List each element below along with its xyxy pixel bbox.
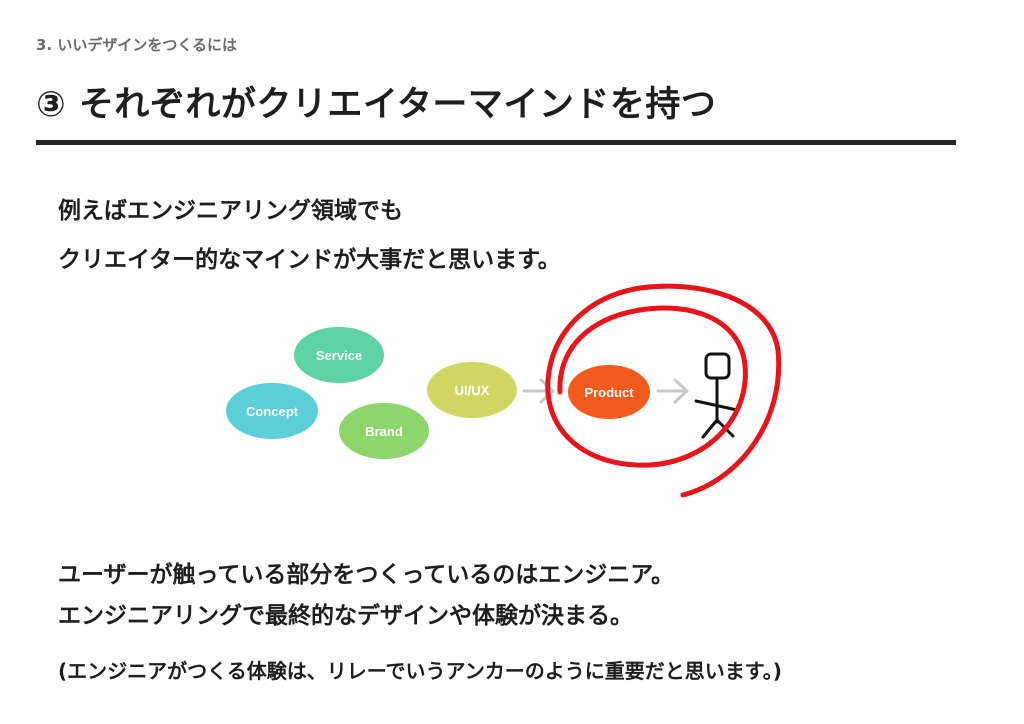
- product-bubble: Product: [568, 365, 650, 419]
- highlight-circle: [545, 283, 782, 498]
- service-bubble: Service: [294, 327, 384, 383]
- product-label: Product: [584, 385, 634, 400]
- brand-label: Brand: [365, 424, 403, 439]
- concept-bubble: Concept: [226, 383, 318, 439]
- intro-line-1: 例えばエンジニアリング領域でも: [58, 198, 403, 224]
- concept-ellipse: [226, 383, 318, 439]
- uiux-label: UI/UX: [455, 383, 490, 398]
- uiux-bubble: UI/UX: [427, 362, 517, 418]
- point-line-1: ユーザーが触っている部分をつくっているのはエンジニア。: [58, 562, 674, 588]
- brand-ellipse: [339, 403, 429, 459]
- service-label: Service: [316, 348, 362, 363]
- note-line: (エンジニアがつくる体験は、リレーでいうアンカーのように重要だと思います。): [58, 659, 782, 683]
- concept-label: Concept: [246, 404, 299, 419]
- slide-title: ③ それぞれがクリエイターマインドを持つ: [36, 85, 717, 125]
- brand-bubble: Brand: [339, 403, 429, 459]
- arrow-right-icon: [656, 378, 689, 404]
- title-rule: [36, 140, 956, 145]
- section-label: 3. いいデザインをつくるには: [36, 36, 238, 54]
- uiux-ellipse: [427, 362, 517, 418]
- service-ellipse: [294, 327, 384, 383]
- point-line-2: エンジニアリングで最終的なデザインや体験が決まる。: [58, 603, 633, 629]
- product-ellipse: [568, 365, 650, 419]
- intro-line-2: クリエイター的なマインドが大事だと思います。: [58, 247, 561, 273]
